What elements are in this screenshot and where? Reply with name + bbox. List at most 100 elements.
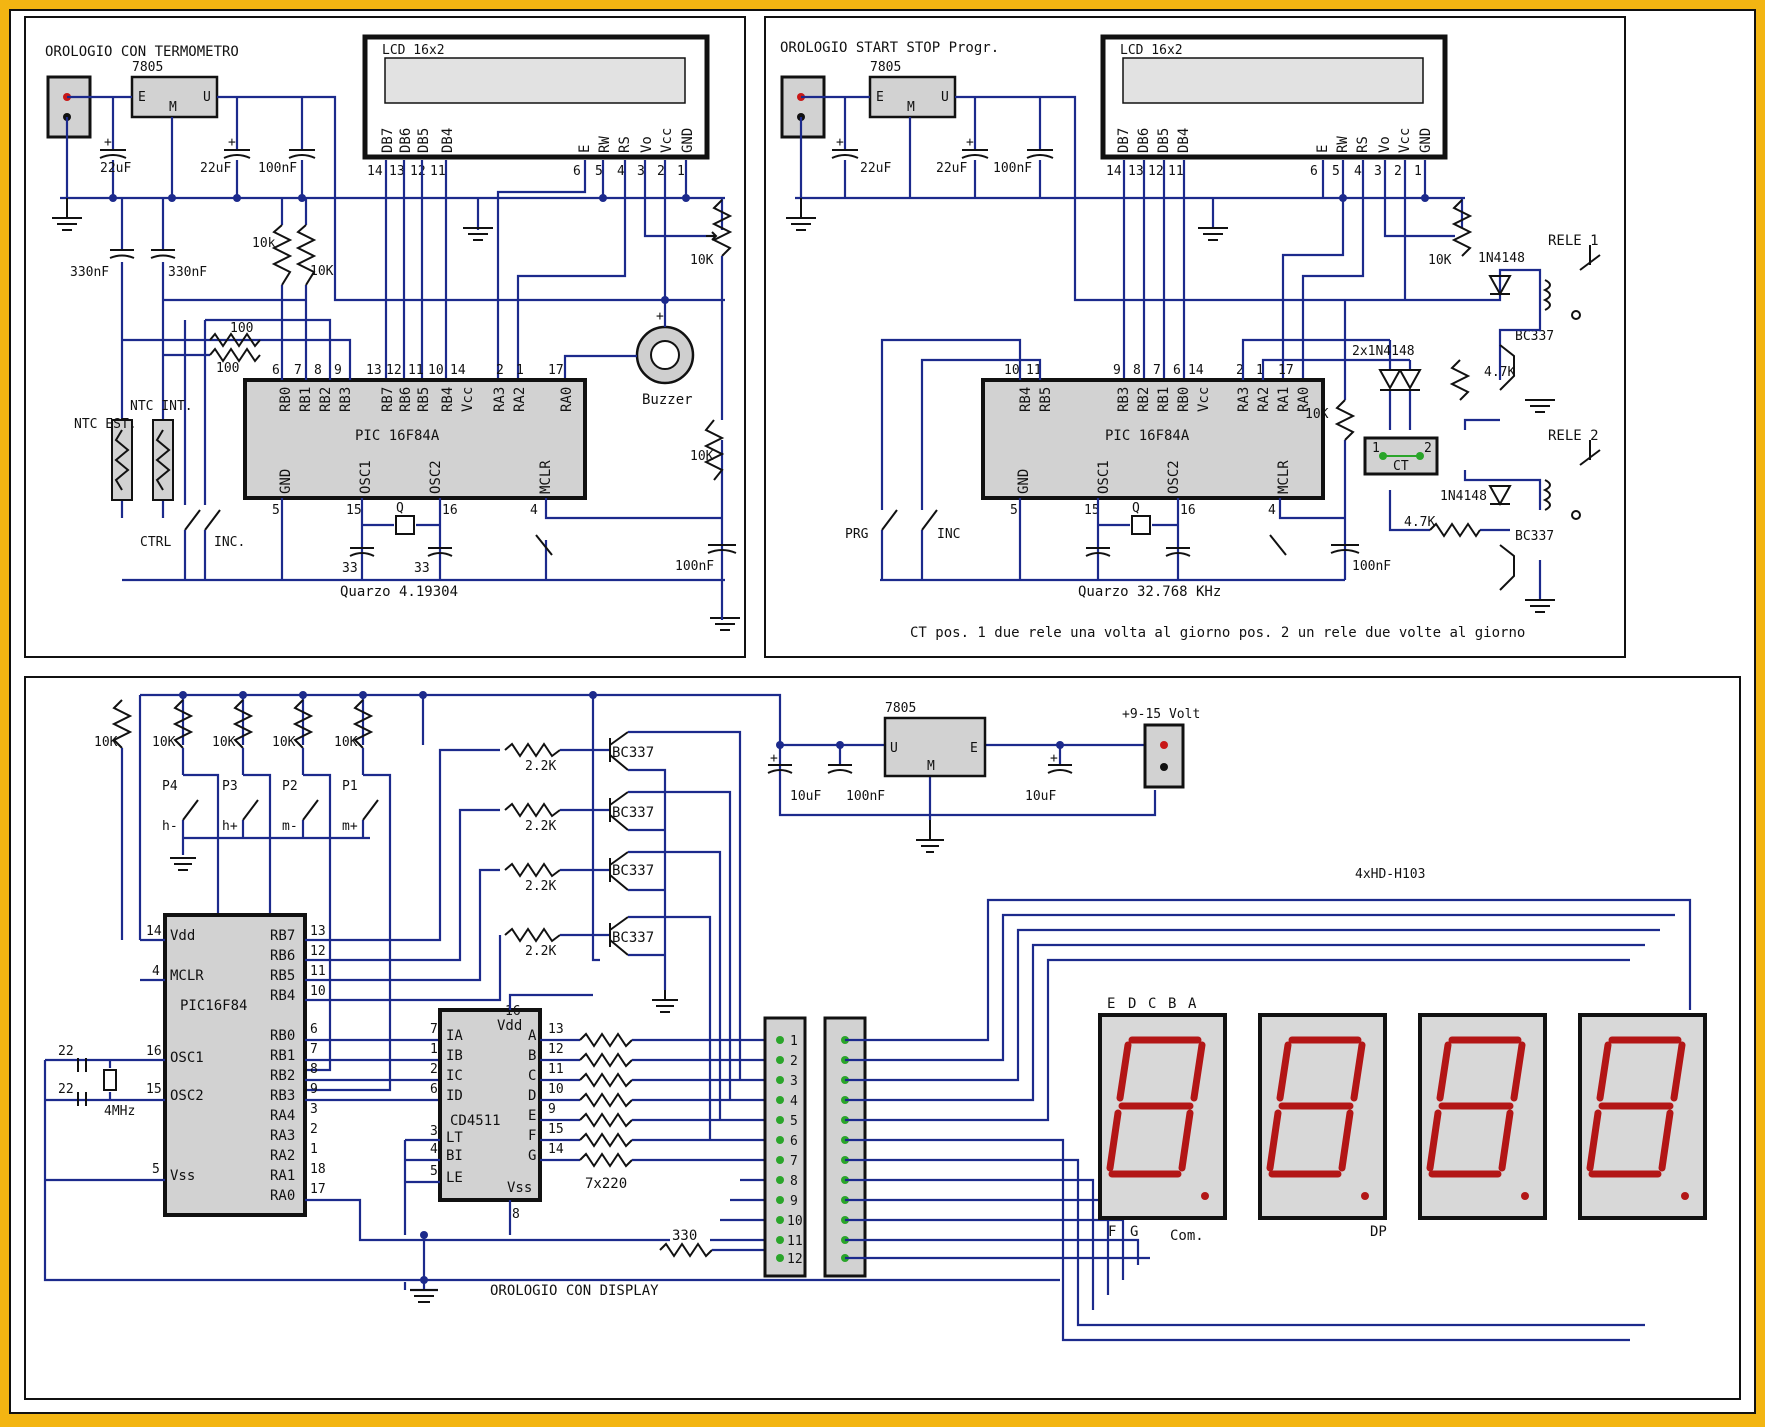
- cap1c-label: 10uF: [790, 789, 821, 804]
- svg-text:12: 12: [548, 1042, 564, 1057]
- svg-text:9: 9: [548, 1102, 556, 1117]
- svg-text:RA4: RA4: [270, 1108, 295, 1124]
- cd4511-left-pins: IA IB IC ID LT BI LE: [446, 1028, 463, 1186]
- svg-text:RA3: RA3: [492, 387, 508, 412]
- pic-top-numbers: 6 7 8 9 13 12 11 10 14 2 1 17: [272, 363, 564, 378]
- svg-text:15: 15: [346, 503, 362, 518]
- regulator2-label: 7805: [870, 60, 901, 75]
- r1-label: 10k: [252, 236, 276, 251]
- svg-text:E: E: [528, 1108, 536, 1124]
- svg-text:3: 3: [790, 1074, 798, 1089]
- svg-text:OSC2: OSC2: [1166, 460, 1182, 494]
- svg-text:11: 11: [310, 964, 326, 979]
- svg-text:G: G: [1130, 1224, 1138, 1240]
- svg-text:RB3: RB3: [338, 387, 354, 412]
- cap-ntc1-label: 330nF: [70, 265, 109, 280]
- svg-text:17: 17: [310, 1182, 326, 1197]
- svg-text:F: F: [528, 1128, 536, 1144]
- svg-text:+: +: [228, 135, 236, 150]
- svg-text:11: 11: [1026, 363, 1042, 378]
- svg-text:GND: GND: [278, 469, 294, 494]
- svg-text:3: 3: [1374, 164, 1382, 179]
- svg-text:RA3: RA3: [1236, 387, 1252, 412]
- svg-text:A: A: [1188, 996, 1197, 1012]
- svg-text:RB6: RB6: [398, 387, 414, 412]
- svg-text:11: 11: [1168, 164, 1184, 179]
- svg-text:P3: P3: [222, 779, 238, 794]
- lcd-window: [384, 57, 686, 104]
- svg-text:12: 12: [787, 1252, 803, 1267]
- svg-text:14: 14: [450, 363, 466, 378]
- pic-label: PIC 16F84A: [355, 428, 440, 444]
- svg-text:2.2K: 2.2K: [525, 759, 556, 774]
- svg-text:2: 2: [1236, 363, 1244, 378]
- dc-jack: [46, 75, 92, 139]
- svg-text:4: 4: [1268, 503, 1276, 518]
- seg-resistors-label: 7x220: [585, 1176, 627, 1192]
- svg-text:RA2: RA2: [1256, 387, 1272, 412]
- ntc-int-label: NTC INT.: [130, 399, 193, 414]
- svg-text:11: 11: [430, 164, 446, 179]
- svg-text:P4: P4: [162, 779, 178, 794]
- svg-text:3: 3: [430, 1124, 438, 1139]
- crystal2-label: Quarzo 32.768 KHz: [1078, 584, 1221, 600]
- svg-text:7: 7: [1153, 363, 1161, 378]
- cd4511-right-numbers: 13 12 11 10 9 15 14: [548, 1022, 564, 1157]
- svg-text:OSC1: OSC1: [1096, 460, 1112, 494]
- cap2b-label: 22uF: [936, 161, 967, 176]
- svg-text:RB1: RB1: [298, 387, 314, 412]
- svg-text:G: G: [528, 1148, 536, 1164]
- svg-text:10: 10: [787, 1214, 803, 1229]
- svg-text:6: 6: [790, 1134, 798, 1149]
- dp-label: DP: [1370, 1224, 1387, 1240]
- svg-text:RB2: RB2: [318, 387, 334, 412]
- svg-text:8: 8: [314, 363, 322, 378]
- svg-text:1: 1: [516, 363, 524, 378]
- svg-text:8: 8: [1133, 363, 1141, 378]
- pic2-bottom-numbers: 5 15 16 4: [1010, 503, 1276, 518]
- startstop-note: CT pos. 1 due rele una volta al giorno p…: [910, 625, 1525, 641]
- svg-text:RB1: RB1: [270, 1048, 295, 1064]
- pic2-top-numbers: 10 11 9 8 7 6 14 2 1 17: [1004, 363, 1294, 378]
- r-mclr-label: 10K: [690, 449, 714, 464]
- cd4511-right-pins: A B C D E F G: [528, 1028, 537, 1164]
- svg-text:4: 4: [1354, 164, 1362, 179]
- pic-bottom-numbers: 5 15 16 4: [272, 503, 538, 518]
- cd4511-label: CD4511: [450, 1113, 501, 1129]
- lcd2-pin-labels: DB7 DB6 DB5 DB4 E RW RS Vo Vcc GND: [1116, 128, 1434, 153]
- svg-text:14: 14: [1106, 164, 1122, 179]
- svg-text:RA1: RA1: [1276, 387, 1292, 412]
- svg-text:14: 14: [367, 164, 383, 179]
- svg-text:D: D: [1128, 996, 1136, 1012]
- svg-text:10: 10: [1004, 363, 1020, 378]
- svg-text:MCLR: MCLR: [538, 460, 554, 494]
- svg-text:11: 11: [408, 363, 424, 378]
- svg-text:1: 1: [430, 1042, 438, 1057]
- crystal-q-label: Q: [396, 501, 404, 516]
- svg-text:5: 5: [272, 503, 280, 518]
- svg-text:Vcc: Vcc: [1196, 387, 1212, 412]
- svg-text:14: 14: [548, 1142, 564, 1157]
- svg-text:10K: 10K: [212, 735, 236, 750]
- crystal3-label: 4MHz: [104, 1104, 135, 1119]
- cap3-label: 100nF: [258, 161, 297, 176]
- svg-text:RB7: RB7: [380, 387, 396, 412]
- pot-label: 10K: [690, 253, 714, 268]
- svg-text:10: 10: [548, 1082, 564, 1097]
- svg-text:P2: P2: [282, 779, 298, 794]
- svg-text:1: 1: [677, 164, 685, 179]
- svg-text:5: 5: [430, 1164, 438, 1179]
- supply-label: +9-15 Volt: [1122, 707, 1200, 722]
- pic2-label: PIC 16F84A: [1105, 428, 1190, 444]
- sw-prg-label: PRG: [845, 527, 869, 542]
- svg-text:+: +: [656, 309, 664, 324]
- svg-text:7: 7: [294, 363, 302, 378]
- svg-text:RB2: RB2: [270, 1068, 295, 1084]
- svg-text:12: 12: [310, 944, 326, 959]
- thermometer-title: OROLOGIO CON TERMOMETRO: [45, 44, 239, 60]
- svg-text:DB6: DB6: [1136, 128, 1152, 153]
- svg-text:3: 3: [637, 164, 645, 179]
- svg-text:C: C: [528, 1068, 536, 1084]
- lcd-pin-labels: DB7 DB6 DB5 DB4 E RW RS Vo Vcc GND: [380, 128, 696, 153]
- ct-jumper[interactable]: [1363, 436, 1439, 476]
